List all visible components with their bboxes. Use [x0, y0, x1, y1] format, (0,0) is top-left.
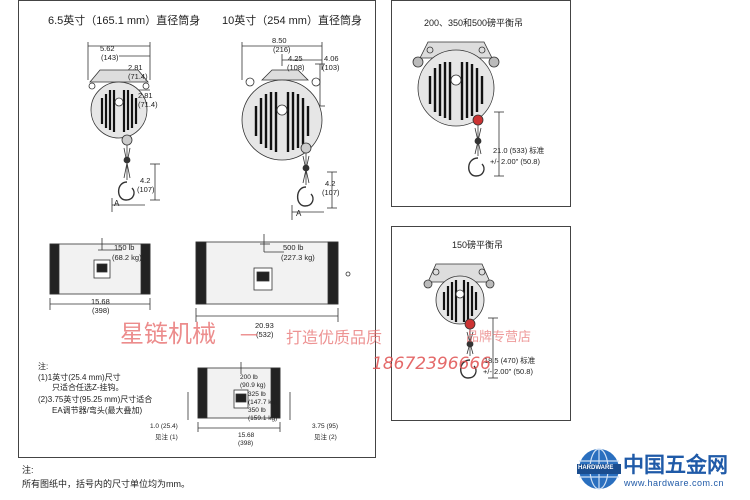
main-diagram-panel	[18, 0, 376, 458]
large-hook-offset-dim: 4.25	[288, 54, 303, 63]
right-bottom-dim: 18.5 (470) 标准	[484, 356, 536, 365]
light-balancer-drawing	[423, 263, 498, 379]
small-hook-offset-mm: (71.4)	[128, 72, 148, 81]
third-cap2-kg: (147.7 kg)	[248, 399, 278, 406]
small-balancer-side-drawing	[49, 238, 151, 310]
small-section-label: A	[114, 199, 120, 208]
watermark-slogan: 打造优质品质	[286, 328, 383, 347]
large-hook-length-dim: 4.2	[325, 179, 336, 188]
small-width-dim: 5.62	[100, 44, 115, 53]
third-cap3-kg: (159.1 kg)	[248, 415, 278, 422]
third-length-dim: 15.68	[238, 432, 255, 439]
third-cap3: 350 lb	[248, 407, 266, 414]
right-bottom-tolerance: +/- 2.00" (50.8)	[483, 367, 533, 376]
note-2-line-a: (2)3.75英寸(95.25 mm)尺寸适合	[38, 395, 153, 404]
large-width-dim: 8.50	[272, 36, 287, 45]
large-balancer-side-drawing	[195, 234, 351, 322]
watermark-dash: 一	[240, 326, 258, 347]
large-side-mm: (103)	[322, 63, 340, 72]
notes-heading: 注:	[38, 362, 49, 371]
large-side-dim: 4.06	[324, 54, 339, 63]
small-length-mm: (398)	[92, 306, 110, 315]
large-hook-length-mm: (107)	[322, 188, 340, 197]
footer-heading: 注:	[22, 465, 34, 475]
third-cap1: 200 lb	[240, 374, 258, 381]
right-top-title: 200、350和500磅平衡吊	[424, 18, 524, 28]
logo-badge: HARDWARE	[578, 465, 614, 471]
watermark-phone: 18672396666	[372, 354, 491, 374]
small-hook-offset-dim: 2.81	[128, 63, 143, 72]
note-1-line-b: 只适合任选Z-挂钩。	[52, 383, 124, 392]
large-length-dim: 20.93	[255, 321, 274, 330]
watermark-slogan-store: 品牌专营店	[466, 330, 532, 345]
large-balancer-front-drawing	[241, 42, 337, 220]
hardware-globe-icon	[577, 448, 621, 490]
third-cap1-kg: (90.9 kg)	[240, 382, 266, 389]
small-capacity-kg: (68.2 kg)	[112, 253, 142, 262]
logo-name: 中国五金网	[623, 453, 728, 477]
third-length-mm: (398)	[238, 440, 254, 447]
large-capacity: 500 lb	[283, 243, 304, 252]
third-cap2: 325 lb	[248, 391, 266, 398]
third-left-note: 见注 (1)	[155, 434, 178, 441]
small-body-offset-mm: (71.4)	[138, 100, 158, 109]
small-body-offset-dim: 2.81	[138, 91, 153, 100]
third-right-note: 见注 (2)	[314, 434, 337, 441]
small-balancer-front-drawing	[87, 42, 160, 212]
third-balancer-side-drawing	[187, 362, 291, 432]
third-left-dim: 1.0 (25.4)	[150, 423, 178, 430]
small-width-mm: (143)	[101, 53, 119, 62]
large-length-mm: (532)	[256, 330, 274, 339]
large-width-mm: (216)	[273, 45, 291, 54]
heavy-balancer-drawing	[412, 41, 504, 177]
small-hook-length-mm: (107)	[137, 185, 155, 194]
third-right-dim: 3.75 (95)	[312, 423, 339, 430]
right-bottom-title: 150磅平衡吊	[452, 240, 504, 250]
right-top-tolerance: +/- 2.00" (50.8)	[490, 157, 540, 166]
logo-url: www.hardware.com.cn	[624, 478, 725, 488]
right-bottom-diagram-panel	[391, 226, 571, 421]
small-hook-length-dim: 4.2	[140, 176, 151, 185]
right-top-dim: 21.0 (533) 标准	[493, 146, 545, 155]
note-2-line-b: EA调节器/弯头(最大叠加)	[52, 406, 143, 415]
small-model-title: 6.5英寸（165.1 mm）直径筒身	[48, 15, 201, 27]
large-model-title: 10英寸（254 mm）直径筒身	[222, 15, 362, 27]
small-length-dim: 15.68	[91, 297, 110, 306]
small-capacity: 150 lb	[114, 243, 135, 252]
large-hook-offset-mm: (108)	[287, 63, 305, 72]
watermark-brand: 星链机械	[120, 320, 216, 348]
large-section-label: A	[296, 209, 302, 218]
footer-note: 所有图纸中，括号内的尺寸单位均为mm。	[22, 479, 190, 489]
large-capacity-kg: (227.3 kg)	[281, 253, 315, 262]
note-1-line-a: (1)1英寸(25.4 mm)尺寸	[38, 373, 121, 382]
